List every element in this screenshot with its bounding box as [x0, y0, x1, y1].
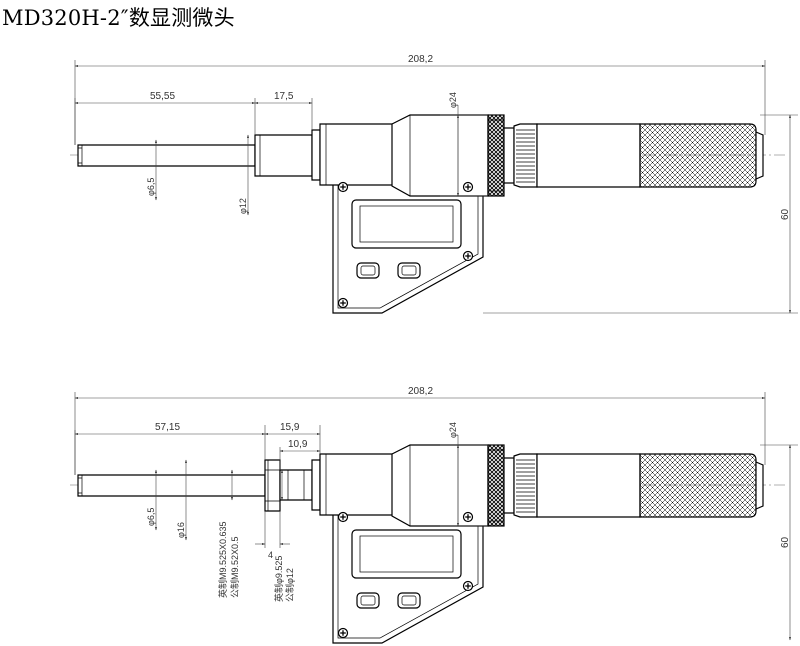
top-dim-overall: 208,2	[408, 54, 433, 65]
top-dim-head-dia: φ24	[448, 92, 458, 108]
bottom-screw-icon	[462, 580, 474, 592]
bottom-spindle	[77, 474, 266, 497]
top-dim-sleeve: 17,5	[274, 91, 294, 102]
bottom-flange-nut	[264, 459, 281, 512]
bottom-dim-flange-dia: φ16	[176, 522, 186, 538]
bottom-dim-head-dia: φ24	[448, 422, 458, 438]
top-screw-icon	[337, 181, 349, 193]
top-sleeve	[254, 134, 313, 177]
bottom-thread-stem	[279, 469, 313, 501]
bottom-screw-icon	[337, 511, 349, 523]
top-drawing: 208,2 55,55 17,5 φ24 φ6,5 φ12 60	[70, 54, 798, 314]
page-title: MD320H-2″数显测微头	[2, 6, 235, 30]
top-spindle	[77, 144, 256, 167]
bottom-lcd-screen	[359, 535, 454, 573]
bottom-knurled-grip	[639, 453, 757, 518]
bottom-screw-icon	[462, 511, 474, 523]
bottom-button-left	[356, 592, 380, 609]
bottom-dim-stem-metric: 公制φ12	[284, 568, 295, 602]
top-dim-spindle-dia: φ6,5	[146, 178, 156, 196]
bottom-dim-stem-imperial: 英制φ9.525	[273, 556, 284, 602]
bottom-dim-overall: 208,2	[408, 386, 433, 397]
bottom-dim-spindle: 57,15	[155, 422, 180, 433]
bottom-drawing: 208,2 57,15 15,9 10,9 φ24 φ6,5 φ16 英制M9.…	[70, 386, 798, 644]
bottom-dim-flange-width: 4	[268, 550, 273, 560]
top-lock-ring	[487, 114, 505, 197]
bottom-dim-neck-length: 10,9	[288, 439, 308, 450]
top-body	[319, 123, 403, 186]
bottom-dim-spindle-dia: φ6,5	[146, 508, 156, 526]
top-screw-icon	[337, 297, 349, 309]
top-screw-icon	[462, 250, 474, 262]
top-knurled-grip	[639, 123, 757, 188]
top-button-right	[397, 262, 421, 279]
top-screw-icon	[462, 181, 474, 193]
top-dim-spindle: 55,55	[150, 91, 175, 102]
bottom-lcd-frame	[351, 529, 462, 579]
top-lcd-frame	[351, 199, 462, 249]
bottom-dim-thread-imperial: 英制M9.525X0.635	[217, 521, 228, 598]
bottom-dim-height: 60	[780, 536, 791, 548]
top-dim-height: 60	[780, 208, 791, 220]
bottom-thimble	[536, 453, 641, 518]
bottom-button-right	[397, 592, 421, 609]
top-dim-sleeve-dia: φ12	[238, 198, 248, 214]
top-button-left	[356, 262, 380, 279]
bottom-screw-icon	[337, 627, 349, 639]
bottom-dim-thread-metric: 公制M9.52X0.5	[229, 536, 240, 598]
bottom-body	[319, 453, 403, 516]
top-thimble	[536, 123, 641, 188]
top-lcd-screen	[359, 205, 454, 243]
bottom-lock-ring	[487, 444, 505, 527]
bottom-dim-thread-length: 15,9	[280, 422, 300, 433]
